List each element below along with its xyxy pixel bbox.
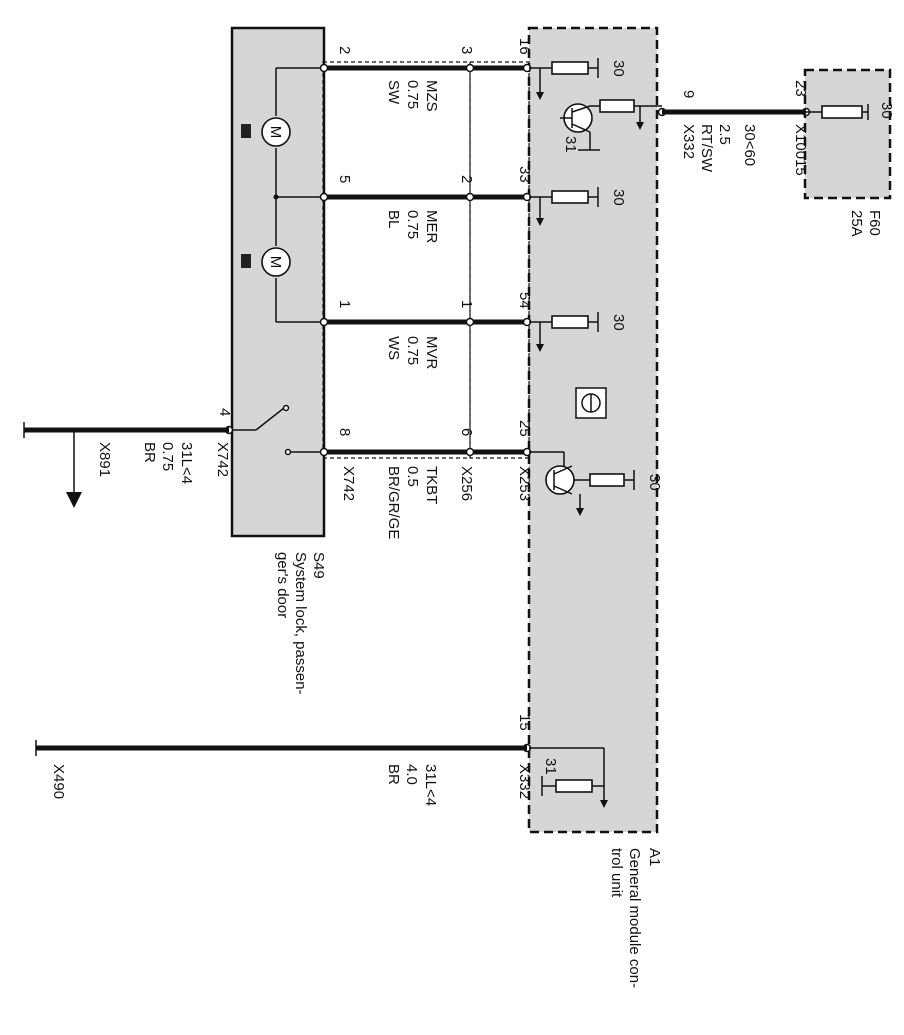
wire-mer-color: BL [385, 210, 402, 228]
a1-ground-15 [529, 747, 608, 808]
gnd490-ground: X490 [50, 764, 67, 799]
wire-tkbt-size: 0.5 [404, 466, 421, 487]
pin-a1-mvr: 54 [516, 292, 533, 309]
terminal-31-feed: 31 [562, 136, 579, 153]
connector-a1-side: X253 [516, 466, 533, 501]
gnd891-connector: X742 [214, 442, 231, 477]
a1-tkbt-transistor [529, 451, 635, 516]
feed-connector: X332 [680, 124, 697, 159]
lock-switch [232, 404, 322, 456]
a1-input-33 [529, 187, 599, 226]
wire-mvr-name: MVR [423, 336, 440, 370]
a1-input-16 [529, 58, 599, 100]
fuse-ref: F60 [866, 210, 883, 236]
wire-mvr-color: WS [385, 336, 402, 360]
gnd891-circuit: 31L<4 [178, 442, 195, 484]
pin-mid-mer: 2 [458, 175, 475, 183]
wire-mer-size: 0.75 [404, 210, 421, 239]
fuse-rating: 25A [848, 210, 865, 237]
a1-ref: A1 [646, 848, 663, 866]
gnd490-pin: 15 [516, 714, 533, 731]
wire-mzs-size: 0.75 [404, 80, 421, 109]
fuse-pin: 23 [792, 80, 809, 97]
gnd490-circuit: 31L<4 [422, 764, 439, 806]
s49-name-line1: System lock, passen- [292, 552, 309, 695]
pin-s49-mer: 5 [336, 175, 353, 183]
motor-upper-label: M [267, 126, 284, 139]
terminal-30-d: 30 [646, 474, 663, 491]
a1-module-box [527, 26, 659, 834]
f60-fuse-box [803, 68, 892, 200]
a1-name-line2: trol unit [608, 848, 625, 898]
pin-s49-mvr: 1 [336, 300, 353, 308]
feed-wire-color: RT/SW [698, 124, 715, 173]
terminal-30-a: 30 [610, 60, 627, 77]
wire-ground-x490 [35, 740, 527, 756]
wire-mvr-size: 0.75 [404, 336, 421, 365]
gnd891-pin: 4 [216, 408, 233, 416]
x256-housing-outline [322, 61, 471, 459]
wire-ground-x891 [23, 422, 229, 508]
fuse-terminal: 30 [878, 102, 895, 119]
motor-lower: M [241, 197, 322, 323]
gnd891-ground: X891 [96, 442, 113, 477]
pin-s49-tkbt: 8 [336, 428, 353, 436]
fuse-connector: X10015 [792, 124, 809, 176]
pin-a1-mer: 33 [516, 166, 533, 183]
pin-a1-tkbt: 25 [516, 420, 533, 437]
pin-s49-mzs: 2 [336, 46, 353, 54]
a1-input-54 [529, 312, 599, 352]
feed-circuit: 30<60 [741, 124, 758, 166]
motor-upper: M [241, 67, 322, 197]
pin-a1-mzs: 16 [516, 38, 533, 55]
pin-mid-tkbt: 6 [458, 428, 475, 436]
a1-name-line1: General module con- [626, 848, 643, 988]
motor-lower-label: M [267, 256, 284, 269]
terminal-31-ground: 31 [542, 758, 559, 775]
module-symbol-icon [575, 387, 607, 419]
wire-feed [662, 104, 869, 120]
wire-mzs-name: MZS [423, 80, 440, 112]
gnd891-size: 0.75 [159, 442, 176, 471]
s49-lock-box [230, 26, 326, 538]
feed-wire-size: 2.5 [716, 124, 733, 145]
gnd891-color: BR [141, 442, 158, 463]
gnd490-color: BR [385, 764, 402, 785]
pin-mid-mvr: 1 [458, 300, 475, 308]
gnd490-connector: X332 [516, 764, 533, 799]
x253-housing-outline [469, 61, 530, 459]
wire-mer-name: MER [423, 210, 440, 244]
connector-middle: X256 [458, 466, 475, 501]
pin-mid-mzs: 3 [458, 46, 475, 54]
wire-mzs-color: SW [385, 80, 402, 105]
wire-tkbt-color: BR/GR/GE [385, 466, 402, 539]
s49-ref: S49 [310, 552, 327, 579]
gnd490-size: 4.0 [403, 764, 420, 785]
connector-s49-side: X742 [340, 466, 357, 501]
feed-pin: 9 [680, 90, 697, 98]
terminal-30-b: 30 [610, 189, 627, 206]
s49-name-line2: ger's door [274, 552, 291, 618]
terminal-30-c: 30 [610, 314, 627, 331]
wire-tkbt-name: TKBT [423, 466, 440, 504]
a1-feed-transistor [560, 99, 662, 151]
